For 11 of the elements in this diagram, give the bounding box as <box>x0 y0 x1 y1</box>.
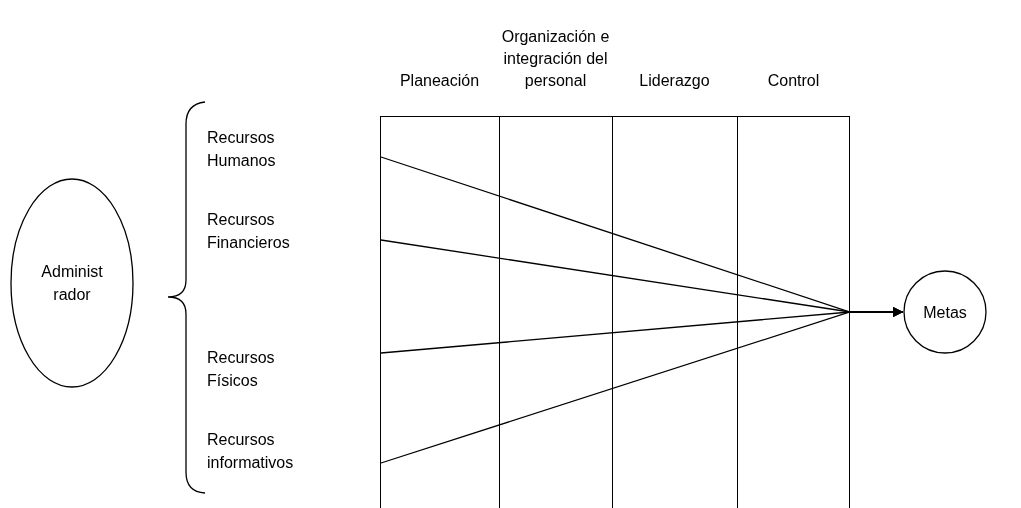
resource-label: Recursos Físicos <box>207 348 276 391</box>
resource-label: Recursos Humanos <box>207 128 277 171</box>
resource-label: Recursos informativos <box>207 430 295 473</box>
column-heading: Control <box>766 71 821 91</box>
goal-label: Metas <box>922 302 968 323</box>
column-heading: Organización e integración del personal <box>500 27 611 91</box>
actor-label: Administ rador <box>40 262 104 305</box>
arrow <box>380 307 904 464</box>
column-heading: Planeación <box>398 71 481 91</box>
column-heading: Liderazgo <box>638 71 711 91</box>
resource-label: Recursos Financieros <box>207 210 291 253</box>
